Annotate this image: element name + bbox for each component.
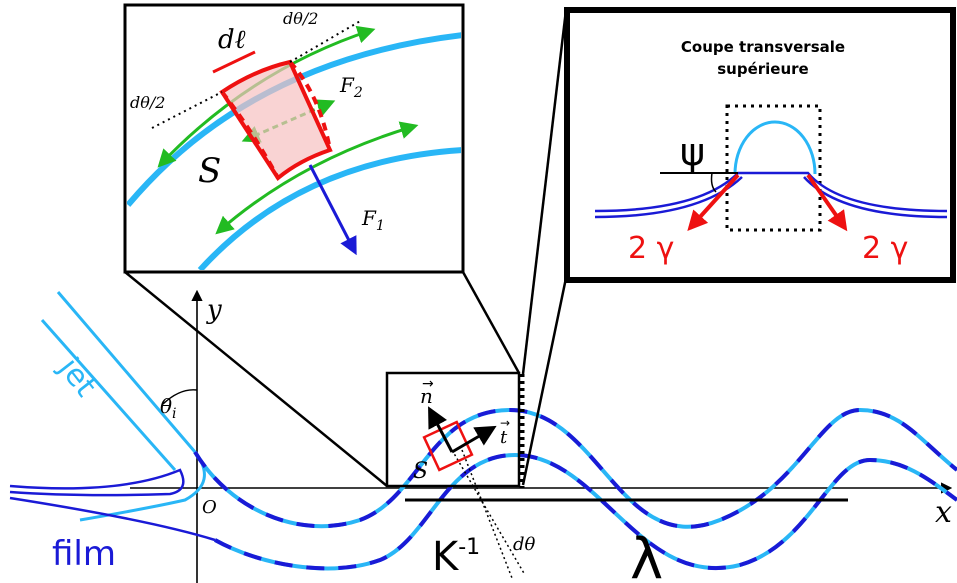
n-label: n <box>420 384 433 408</box>
inset-left: dℓ dθ/2 dθ/2 F2 F1 S <box>123 3 465 274</box>
jet-label: jet <box>51 351 103 404</box>
film-label: film <box>52 534 116 574</box>
psi-label: ψ <box>680 130 705 174</box>
wave-lower <box>214 452 957 571</box>
wavelength-bar: λ <box>405 498 848 583</box>
dl-label: dℓ <box>218 25 246 55</box>
svg-text:→: → <box>500 416 510 430</box>
lambda-label: λ <box>630 527 663 583</box>
zoom-box: S n → t → <box>385 371 521 488</box>
connector-left-2 <box>461 271 521 374</box>
inset-S-label: S <box>198 151 221 191</box>
inset-right: Coupe transversale supérieure ψ 2 γ 2 γ <box>564 7 956 283</box>
film-line-2 <box>9 496 216 542</box>
film-cross-section-1 <box>594 171 948 213</box>
svg-text:→: → <box>422 376 434 392</box>
wave-lower-dashed <box>214 452 957 571</box>
t-vector <box>451 425 497 454</box>
jet-inner-line <box>40 319 177 471</box>
F1-label: F1 <box>361 206 385 234</box>
cross-section-title-2: supérieure <box>717 60 808 78</box>
element-s-shape <box>219 59 333 181</box>
connector-left-1 <box>124 271 388 487</box>
jet-cross-section <box>733 120 817 175</box>
x-axis-label: x <box>935 495 952 530</box>
dl-bar <box>212 50 256 74</box>
dtheta-main-label: dθ <box>513 534 536 555</box>
film-line-1 <box>9 468 185 497</box>
curvature-label: K-1 <box>432 534 480 580</box>
wave-upper <box>193 407 957 529</box>
theta-i-label: θi <box>160 394 177 422</box>
gamma-left-arrow <box>687 173 740 231</box>
F1-arrow <box>308 164 357 256</box>
dotted-square <box>725 104 822 232</box>
tension-lower-arrow <box>215 121 419 235</box>
gamma-right-arrow <box>806 173 848 232</box>
film: film <box>9 468 216 574</box>
origin-label: O <box>202 497 217 518</box>
gamma-right-label: 2 γ <box>862 231 908 266</box>
dtheta-half-left-label: dθ/2 <box>130 93 165 112</box>
theta-i-angle: θi <box>160 389 198 422</box>
wave-upper-dashed <box>193 407 957 529</box>
connector-right-1 <box>521 9 568 375</box>
axes: x y O <box>130 289 953 583</box>
element-s-label: S <box>413 459 428 484</box>
curvature-radius: K-1 dθ <box>432 449 536 580</box>
n-vector <box>428 406 454 453</box>
y-axis-label: y <box>206 295 222 325</box>
dtheta-half-top-label: dθ/2 <box>283 9 318 28</box>
connector-right-2 <box>521 277 568 486</box>
F2-label: F2 <box>339 73 363 101</box>
gamma-left-label: 2 γ <box>628 231 674 266</box>
t-label: t <box>500 427 508 448</box>
wave-upper-light <box>193 407 957 529</box>
cross-section-title-1: Coupe transversale <box>681 38 845 56</box>
